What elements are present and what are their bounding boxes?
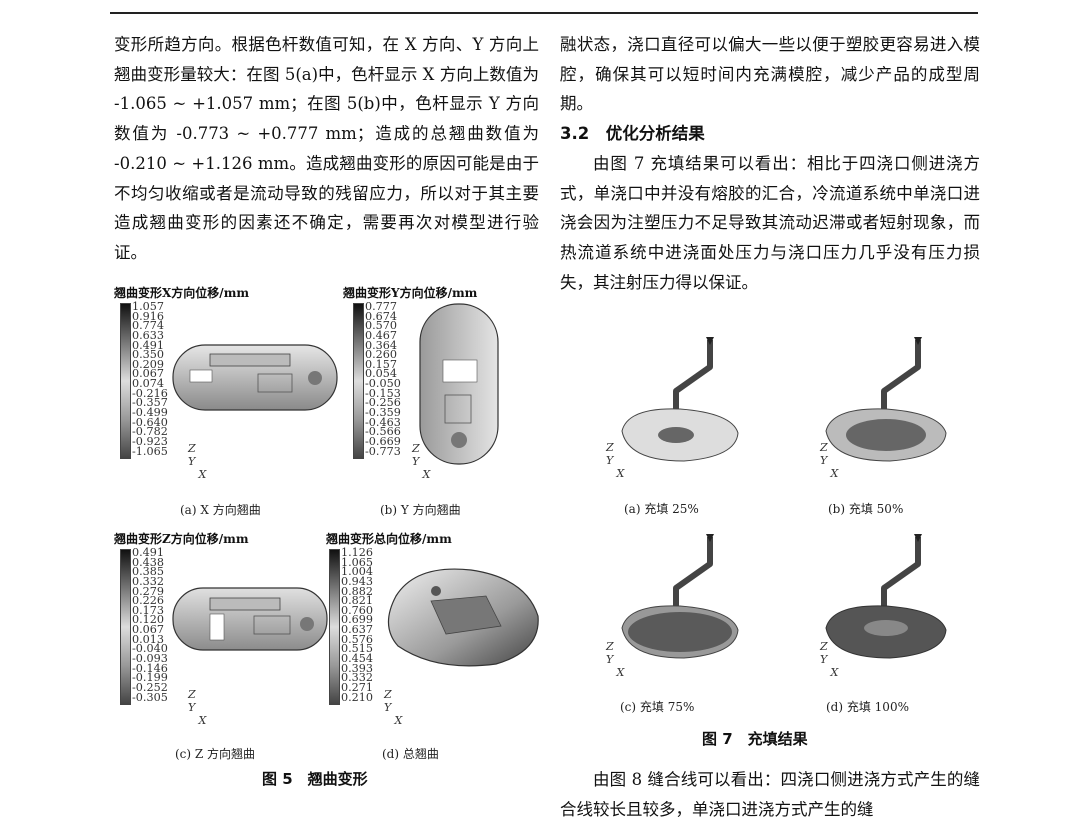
panel-title: 翘曲变形Z方向位移/mm [114,532,249,546]
panel-caption: (a) X 方向翘曲 [180,503,261,517]
section-heading: 3.2 优化分析结果 [560,124,705,144]
figure-5-caption: 图 5 翘曲变形 [262,770,368,788]
right-column-text-bottom: 由图 8 缝合线可以看出：四浇口侧进浇方式产生的缝合线较长且较多，单浇口进浇方式… [560,765,980,824]
left-paragraph: 变形所趋方向。根据色杆数值可知，在 X 方向、Y 方向上翘曲变形量较大：在图 5… [114,35,539,262]
panel-title: 翘曲变形Y方向位移/mm [343,286,478,300]
axis-triad-icon: Z Y X [606,640,625,679]
fill-50-image [825,337,947,462]
axis-triad-icon: Z Y X [820,441,839,480]
right-paragraph-2: 由图 7 充填结果可以看出：相比于四浇口侧进浇方式，单浇口中并没有熔胶的汇合，冷… [560,153,980,292]
axis-triad-icon: Z Y X [384,688,403,727]
right-paragraph-1: 融状态，浇口直径可以偏大一些以便于塑胶更容易进入模腔，确保其可以短时间内充满模腔… [560,35,980,114]
panel-caption: (d) 总翘曲 [382,747,439,761]
figure-7-caption: 图 7 充填结果 [702,730,808,748]
axis-triad-icon: Z Y X [188,442,207,481]
fill-caption: (a) 充填 25% [624,502,699,516]
panel-title: 翘曲变形总向位移/mm [326,532,452,546]
fill-25-image [621,337,739,462]
panel-title: 翘曲变形X方向位移/mm [114,286,250,300]
fill-caption: (c) 充填 75% [620,700,695,714]
part-model-image [172,344,338,411]
color-bar [120,303,131,459]
fill-100-image [825,534,947,659]
axis-triad-icon: Z Y X [606,441,625,480]
left-column-text: 变形所趋方向。根据色杆数值可知，在 X 方向、Y 方向上翘曲变形量较大：在图 5… [114,30,539,268]
color-bar [329,549,340,705]
panel-caption: (b) Y 方向翘曲 [380,503,461,517]
fill-75-image [621,534,739,659]
axis-triad-icon: Z Y X [188,688,207,727]
part-model-image [387,568,539,667]
color-bar [120,549,131,705]
axis-triad-icon: Z Y X [820,640,839,679]
right-paragraph-3: 由图 8 缝合线可以看出：四浇口侧进浇方式产生的缝合线较长且较多，单浇口进浇方式… [560,770,980,819]
color-bar [353,303,364,459]
header-rule [110,12,978,14]
part-model-image [419,303,499,465]
axis-triad-icon: Z Y X [412,442,431,481]
fill-caption: (b) 充填 50% [828,502,904,516]
panel-caption: (c) Z 方向翘曲 [175,747,256,761]
right-column-text: 融状态，浇口直径可以偏大一些以便于塑胶更容易进入模腔，确保其可以短时间内充满模腔… [560,30,980,297]
part-model-image [172,587,328,651]
fill-caption: (d) 充填 100% [826,700,909,714]
